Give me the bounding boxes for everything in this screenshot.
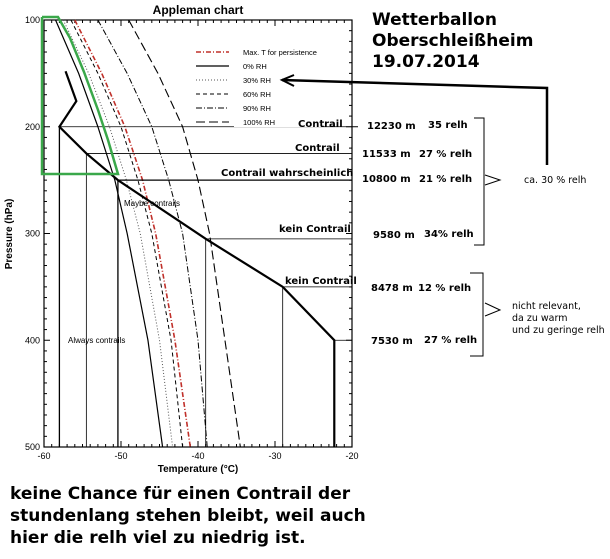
legend-label: 100% RH <box>243 118 275 127</box>
axis-ticks: -60 -50 -40 -30 -20 100 200 300 400 500 <box>25 15 359 461</box>
series-line-30-rh <box>62 19 174 448</box>
level-relh: 12 % relh <box>418 283 472 294</box>
level-label: Contrail wahrscheinlich <box>221 168 354 179</box>
series-line-100-rh <box>128 19 241 448</box>
annotation-maybe-contrails: Maybe contrails <box>124 199 180 208</box>
summary-lower: nicht relevant, da zu warm und zu gering… <box>512 301 605 337</box>
sounding <box>57 70 358 447</box>
legend-bg <box>234 73 322 85</box>
conclusion-line: hier die relh viel zu niedrig ist. <box>10 528 306 548</box>
annotation-always-contrails: Always contrails <box>68 336 125 345</box>
legend-bg <box>234 101 322 113</box>
level-relh: 34% relh <box>424 229 474 240</box>
y-tick-label: 100 <box>25 15 40 25</box>
level-relh: 35 relh <box>428 120 468 131</box>
summary-line: und zu geringe relh <box>512 325 605 336</box>
level-height: 12230 m <box>367 121 416 132</box>
legend-bg <box>234 45 322 57</box>
bracket-upper <box>474 117 485 246</box>
bracket-lower <box>470 272 484 357</box>
heading: Wetterballon Oberschleißheim 19.07.2014 <box>372 10 533 73</box>
legend: Max. T for persistence 0% RH 30% RH 60% RH 9… <box>196 45 322 127</box>
legend-bg <box>234 87 322 99</box>
level-label: kein Contrail <box>285 276 357 287</box>
conclusion: keine Chance für einen Contrail der stun… <box>10 483 366 549</box>
legend-bg <box>234 115 322 127</box>
bracket-lower-point <box>484 302 502 317</box>
level-label: Contrail <box>298 119 343 130</box>
legend-label: 60% RH <box>243 90 271 99</box>
level-height: 10800 m <box>362 174 411 185</box>
level-height: 9580 m <box>373 230 415 241</box>
heading-line: 19.07.2014 <box>372 52 480 72</box>
x-tick-label: -60 <box>37 451 50 461</box>
heading-line: Wetterballon <box>372 10 497 30</box>
summary-line: nicht relevant, <box>512 301 581 312</box>
chart-title: Appleman chart <box>153 3 244 17</box>
highlight-region <box>40 15 120 176</box>
legend-label: 90% RH <box>243 104 271 113</box>
rh-curves <box>54 19 241 448</box>
summary-upper: ca. 30 % relh <box>524 175 587 186</box>
series-line-60-rh <box>70 19 184 448</box>
level-label: kein Contrail <box>279 224 351 235</box>
bracket-upper-point <box>484 174 502 186</box>
y-tick-label: 500 <box>25 442 40 452</box>
x-tick-label: -30 <box>268 451 281 461</box>
summary-line: da zu warm <box>512 313 568 324</box>
x-tick-label: -50 <box>114 451 127 461</box>
level-relh: 27 % relh <box>419 149 473 160</box>
level-relh: 21 % relh <box>419 174 473 185</box>
series-line-max-t-for-persistence <box>74 19 192 448</box>
series-line-90-rh <box>97 19 208 448</box>
level-relh: 27 % relh <box>424 335 478 346</box>
conclusion-line: stundenlang stehen bleibt, weil auch <box>10 506 366 526</box>
level-height: 11533 m <box>362 149 411 160</box>
legend-label: Max. T for persistence <box>243 48 317 57</box>
legend-label: 30% RH <box>243 76 271 85</box>
legend-bg <box>234 59 322 71</box>
x-axis-label: Temperature (°C) <box>158 464 239 475</box>
x-tick-label: -40 <box>191 451 204 461</box>
y-tick-label: 400 <box>25 335 40 345</box>
series-line-0-rh <box>54 19 164 448</box>
arrowhead-icon <box>279 74 295 87</box>
y-tick-label: 200 <box>25 122 40 132</box>
conclusion-line: keine Chance für einen Contrail der <box>10 484 351 504</box>
level-height: 7530 m <box>371 336 413 347</box>
legend-label: 0% RH <box>243 62 267 71</box>
y-axis-label: Pressure (hPa) <box>4 199 15 270</box>
sounding-line <box>57 70 336 447</box>
level-height: 8478 m <box>371 283 413 294</box>
pointer-arrow <box>281 78 549 165</box>
level-label: Contrail <box>295 143 340 154</box>
x-tick-label: -20 <box>345 451 358 461</box>
y-tick-label: 300 <box>25 229 40 239</box>
heading-line: Oberschleißheim <box>372 31 534 51</box>
